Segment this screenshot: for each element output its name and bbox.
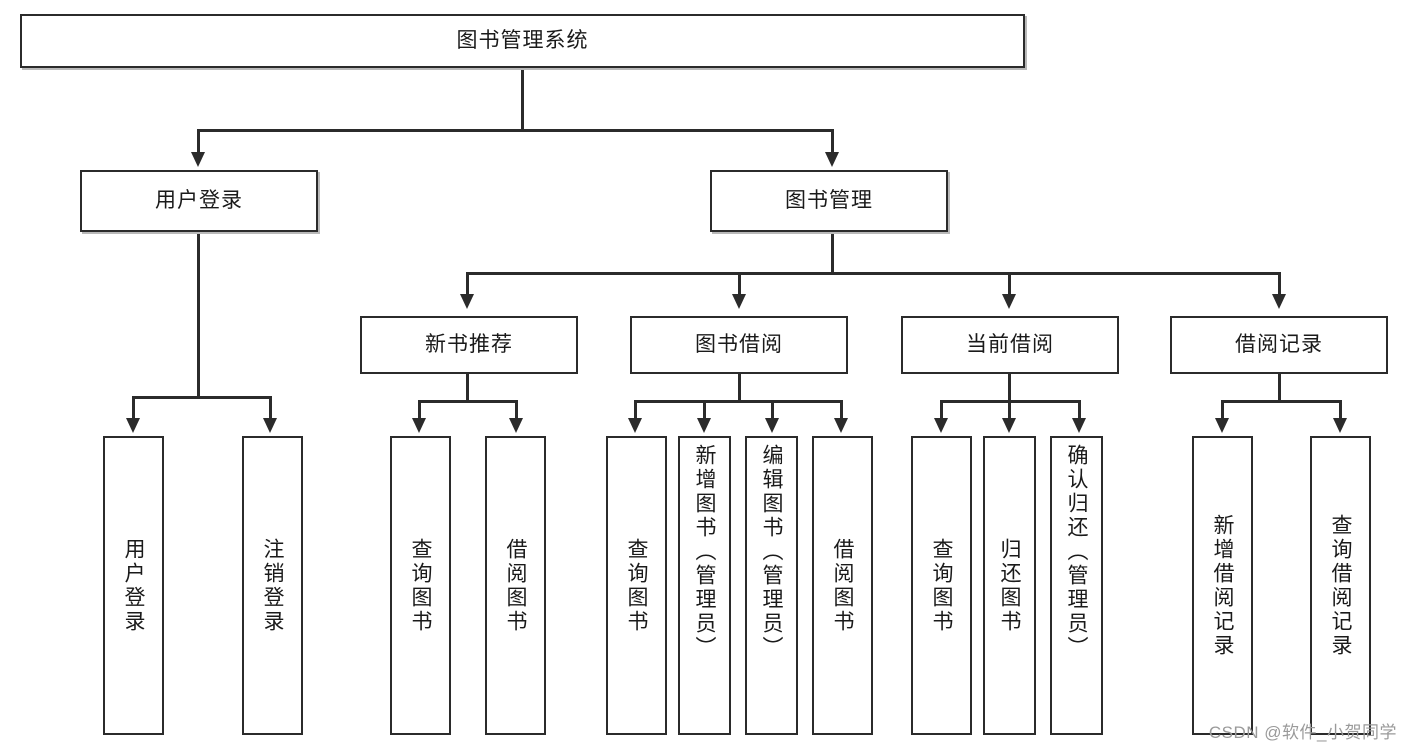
node-leaf-return-book-label: 归还图书: [998, 537, 1021, 634]
connector-book-manage-stem: [831, 232, 834, 274]
arrow-to-leaf-add-record: [1215, 418, 1229, 433]
arrow-to-leaf-query-book-1: [412, 418, 426, 433]
arrow-to-leaf-query-book-2: [628, 418, 642, 433]
connector-root-to-user-login: [197, 129, 200, 155]
arrow-to-leaf-add-book: [697, 418, 711, 433]
arrow-to-leaf-logout: [263, 418, 277, 433]
connector-cb-to-leaf3: [1078, 400, 1081, 421]
connector-user-login-bar: [132, 396, 269, 399]
node-leaf-query-book-3[interactable]: 查询图书: [911, 436, 972, 735]
connector-bm-to-book-borrow: [738, 272, 741, 297]
node-leaf-query-book-1-label: 查询图书: [409, 537, 432, 634]
node-current-borrow[interactable]: 当前借阅: [901, 316, 1119, 374]
node-leaf-user-login-label: 用户登录: [122, 537, 145, 634]
node-leaf-query-book-3-label: 查询图书: [930, 537, 953, 634]
arrow-to-borrow-record: [1272, 294, 1286, 309]
node-leaf-edit-book[interactable]: 编辑图书（管理员）: [745, 436, 798, 735]
connector-root-stem: [521, 68, 524, 130]
connector-bm-to-current-borrow: [1008, 272, 1011, 297]
node-leaf-borrow-book-1[interactable]: 借阅图书: [485, 436, 546, 735]
node-book-borrow-label: 图书借阅: [695, 332, 783, 356]
node-leaf-query-book-2-label: 查询图书: [625, 537, 648, 634]
node-borrow-record[interactable]: 借阅记录: [1170, 316, 1388, 374]
connector-book-borrow-stem: [738, 374, 741, 402]
node-leaf-borrow-book-2-label: 借阅图书: [831, 537, 854, 634]
node-leaf-borrow-book-2[interactable]: 借阅图书: [812, 436, 873, 735]
connector-bb-to-leaf2: [703, 400, 706, 421]
connector-book-borrow-bar: [634, 400, 842, 403]
node-user-login[interactable]: 用户登录: [80, 170, 318, 232]
node-leaf-add-record-label: 新增借阅记录: [1211, 513, 1234, 658]
node-user-login-label: 用户登录: [155, 188, 243, 212]
node-leaf-query-book-2[interactable]: 查询图书: [606, 436, 667, 735]
connector-bm-to-borrow-record: [1278, 272, 1281, 297]
connector-nb-to-leaf2: [515, 400, 518, 421]
node-new-book-rec-label: 新书推荐: [425, 332, 513, 356]
connector-cb-to-leaf2: [1008, 400, 1011, 421]
arrow-to-leaf-edit-book: [765, 418, 779, 433]
arrow-to-leaf-query-book-3: [934, 418, 948, 433]
connector-bb-to-leaf1: [634, 400, 637, 421]
connector-borrow-record-stem: [1278, 374, 1281, 402]
connector-current-borrow-stem: [1008, 374, 1011, 402]
connector-bm-to-new-book: [466, 272, 469, 297]
connector-root-to-book-manage: [831, 129, 834, 155]
node-leaf-query-record[interactable]: 查询借阅记录: [1310, 436, 1371, 735]
node-leaf-query-record-label: 查询借阅记录: [1329, 513, 1352, 658]
arrow-to-leaf-borrow-book-1: [509, 418, 523, 433]
csdn-watermark: CSDN @软件_小贺同学: [1208, 723, 1397, 742]
node-leaf-add-book-label: 新增图书（管理员）: [693, 444, 716, 660]
arrow-to-leaf-return-book: [1002, 418, 1016, 433]
node-leaf-confirm-return[interactable]: 确认归还（管理员）: [1050, 436, 1103, 735]
node-leaf-confirm-return-label: 确认归还（管理员）: [1065, 444, 1088, 660]
arrow-to-book-manage: [825, 152, 839, 167]
arrow-to-leaf-query-record: [1333, 418, 1347, 433]
connector-book-manage-bar: [466, 272, 1280, 275]
connector-user-login-stem: [197, 232, 200, 398]
connector-nb-to-leaf1: [418, 400, 421, 421]
node-root[interactable]: 图书管理系统: [20, 14, 1025, 68]
connector-user-login-to-leaf1: [132, 396, 135, 421]
connector-user-login-to-leaf2: [269, 396, 272, 421]
arrow-to-leaf-borrow-book-2: [834, 418, 848, 433]
node-leaf-add-record[interactable]: 新增借阅记录: [1192, 436, 1253, 735]
connector-borrow-record-bar: [1221, 400, 1341, 403]
arrow-to-new-book-rec: [460, 294, 474, 309]
connector-bb-to-leaf3: [771, 400, 774, 421]
arrow-to-user-login: [191, 152, 205, 167]
node-leaf-borrow-book-1-label: 借阅图书: [504, 537, 527, 634]
connector-bb-to-leaf4: [840, 400, 843, 421]
node-leaf-edit-book-label: 编辑图书（管理员）: [760, 444, 783, 660]
arrow-to-current-borrow: [1002, 294, 1016, 309]
node-leaf-return-book[interactable]: 归还图书: [983, 436, 1036, 735]
connector-new-book-bar: [418, 400, 518, 403]
node-root-label: 图书管理系统: [456, 28, 589, 52]
node-leaf-user-login[interactable]: 用户登录: [103, 436, 164, 735]
arrow-to-book-borrow: [732, 294, 746, 309]
node-current-borrow-label: 当前借阅: [966, 332, 1054, 356]
node-leaf-logout-label: 注销登录: [261, 537, 284, 634]
node-leaf-query-book-1[interactable]: 查询图书: [390, 436, 451, 735]
arrow-to-leaf-confirm-return: [1072, 418, 1086, 433]
node-new-book-rec[interactable]: 新书推荐: [360, 316, 578, 374]
node-book-manage-label: 图书管理: [785, 188, 873, 212]
connector-root-bar: [197, 129, 834, 132]
node-leaf-logout[interactable]: 注销登录: [242, 436, 303, 735]
arrow-to-leaf-user-login: [126, 418, 140, 433]
node-borrow-record-label: 借阅记录: [1235, 332, 1323, 356]
connector-cb-to-leaf1: [940, 400, 943, 421]
connector-br-to-leaf1: [1221, 400, 1224, 421]
connector-br-to-leaf2: [1339, 400, 1342, 421]
node-book-borrow[interactable]: 图书借阅: [630, 316, 848, 374]
connector-new-book-stem: [466, 374, 469, 402]
node-leaf-add-book[interactable]: 新增图书（管理员）: [678, 436, 731, 735]
node-book-manage[interactable]: 图书管理: [710, 170, 948, 232]
